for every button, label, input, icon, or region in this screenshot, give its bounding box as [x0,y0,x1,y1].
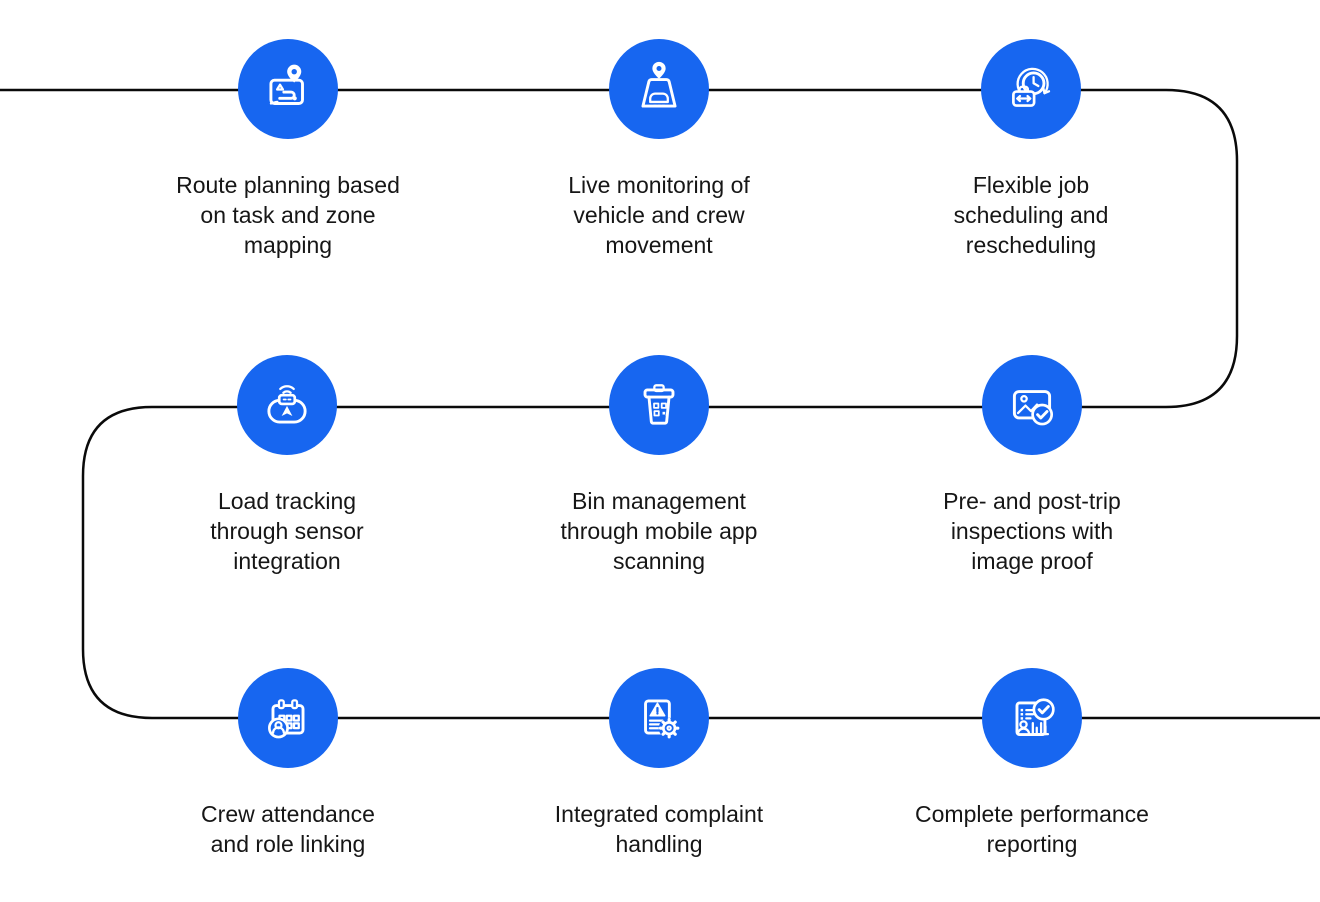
feature-label: Route planning based on task and zone ma… [176,172,400,258]
sensor-wireless-icon [267,385,307,424]
feature-label: Bin management through mobile app scanni… [560,488,758,574]
feature-label: Pre- and post-trip inspections with imag… [943,488,1121,574]
feature-circle [609,355,709,455]
briefcase-clock-icon [1012,67,1051,107]
feature-label: Flexible job scheduling and rescheduling [953,172,1109,258]
image-check-icon [1012,390,1054,426]
feature-circle [981,39,1081,139]
feature-circle [982,355,1082,455]
feature-circle [237,355,337,455]
feature-circle [982,668,1082,768]
calendar-person-icon [268,699,305,739]
feature-circle [238,668,338,768]
vehicle-tracking-pin-icon [641,61,677,108]
feature-label: Crew attendance and role linking [201,801,375,857]
feature-label: Integrated complaint handling [554,801,764,857]
bin-qr-code-icon [643,384,675,425]
feature-label: Load tracking through sensor integration [210,488,364,574]
feature-circle [609,39,709,139]
feature-circle [609,668,709,768]
feature-circle [238,39,338,139]
feature-label: Complete performance reporting [915,801,1149,857]
complaint-document-gear-icon [644,699,680,739]
route-map-pin-icon [269,64,304,105]
report-check-chart-icon [1015,698,1055,737]
feature-label: Live monitoring of vehicle and crew move… [568,172,750,258]
